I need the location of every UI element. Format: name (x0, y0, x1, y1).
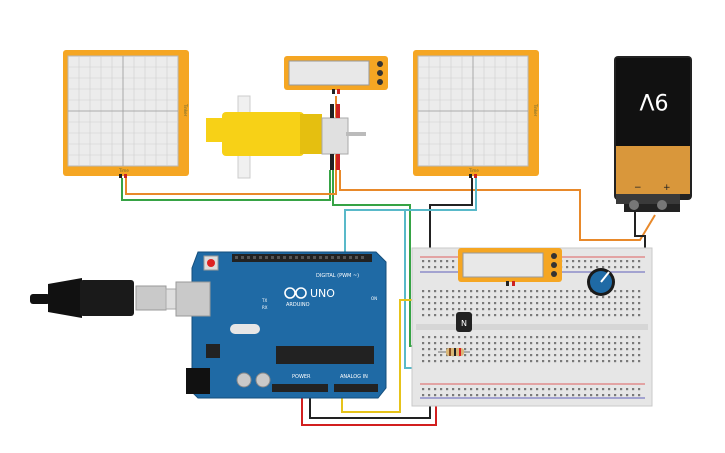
model-label: UNO (310, 287, 335, 300)
dc-motor[interactable] (206, 95, 366, 179)
oscilloscope-1-brand: Tinker (183, 103, 188, 117)
oscilloscope-1-label: Time (118, 168, 129, 173)
transistor[interactable]: N (456, 312, 472, 332)
battery-minus-label: − (634, 183, 642, 193)
rx-label: RX (262, 305, 268, 310)
battery-9v[interactable]: 9V − + (614, 56, 692, 212)
brand-label: ARDUINO (286, 302, 310, 308)
atmega-chip (276, 346, 374, 364)
multimeter-breadboard[interactable] (458, 248, 562, 286)
wire-green (121, 170, 331, 201)
oscilloscope-2-brand: Tinker (533, 103, 538, 117)
wire-red (301, 392, 437, 426)
resistor[interactable] (438, 348, 470, 356)
tx-label: TX (261, 298, 267, 303)
potentiometer[interactable] (587, 268, 615, 296)
analog-label: ANALOG IN (340, 374, 368, 380)
wire-cyan (344, 178, 477, 262)
battery-voltage-label: 9V (639, 88, 668, 113)
on-label: ON (371, 296, 377, 301)
oscilloscope-2-label: Time (468, 168, 479, 173)
usb-cable[interactable] (30, 278, 197, 318)
usb-port (175, 281, 211, 317)
reset-button[interactable] (207, 259, 215, 267)
transistor-label: N (461, 319, 467, 328)
multimeter-top[interactable] (284, 56, 388, 94)
wire-black (429, 178, 473, 256)
battery-plus-label: + (663, 183, 671, 193)
power-header[interactable] (272, 384, 328, 392)
oscilloscope-2[interactable]: Time Tinker (413, 50, 539, 178)
arduino-uno[interactable]: DIGITAL (PWM ~) ON TX RX UNO ARDUINO POW… (175, 251, 387, 399)
power-label: POWER (292, 374, 311, 380)
analog-header[interactable] (334, 384, 378, 392)
power-jack (186, 368, 210, 394)
arduino-logo (284, 287, 307, 299)
digital-label: DIGITAL (PWM ~) (316, 273, 359, 279)
oscilloscope-1[interactable]: Time Tinker (63, 50, 189, 178)
